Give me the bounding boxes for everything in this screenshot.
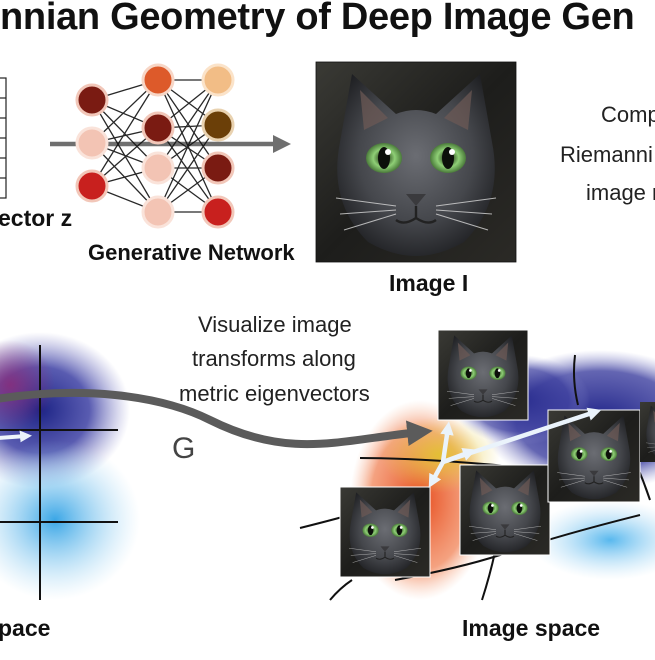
mapping-symbol-g: G <box>172 432 196 465</box>
thumb-cat-top <box>438 330 528 420</box>
network-edge <box>157 79 219 213</box>
latent-space-plot <box>0 332 140 600</box>
neuron-l1-2 <box>75 126 109 160</box>
latent-vector-label: ector z <box>0 205 73 231</box>
visualize-text-line2: transforms along <box>192 346 356 371</box>
compute-text-line3: image r <box>586 180 655 205</box>
network-label: Generative Network <box>88 240 295 265</box>
eigenvector-arrows <box>428 407 602 488</box>
neuron-l2-3 <box>141 151 175 185</box>
visualize-text-line3: metric eigenvectors <box>179 381 370 406</box>
thumb-cat-edge <box>640 402 655 462</box>
neuron-l1-1 <box>75 83 109 117</box>
thumb-cat-bottom-left <box>340 487 430 577</box>
neuron-l2-2 <box>141 111 175 145</box>
network-edge <box>157 124 219 213</box>
latent-space-label: pace <box>0 615 51 641</box>
generated-cat-image <box>315 61 517 263</box>
mapping-arrow-g <box>0 388 433 449</box>
neuron-l2-1 <box>141 63 175 97</box>
network-edge <box>91 79 159 187</box>
neuron-l3-2 <box>201 108 235 142</box>
network-edge <box>157 127 219 213</box>
compute-text-line1: Comp <box>601 102 655 127</box>
visualize-text-line1: Visualize image <box>198 312 352 337</box>
neuron-l3-1 <box>201 63 235 97</box>
neuron-l3-3 <box>201 151 235 185</box>
neuron-l1-3 <box>75 169 109 203</box>
network-edge <box>157 79 219 169</box>
latent-vector-grid <box>0 77 7 199</box>
image-label: Image I <box>389 270 469 296</box>
compute-text-line2: Riemanni <box>560 142 653 167</box>
neuron-l3-4 <box>201 195 235 229</box>
thumb-cat-center <box>460 465 550 555</box>
neuron-l2-4 <box>141 195 175 229</box>
figure-title: nnian Geometry of Deep Image Gen <box>0 0 635 38</box>
image-space-label: Image space <box>462 615 601 641</box>
generative-network-icon <box>75 63 235 229</box>
